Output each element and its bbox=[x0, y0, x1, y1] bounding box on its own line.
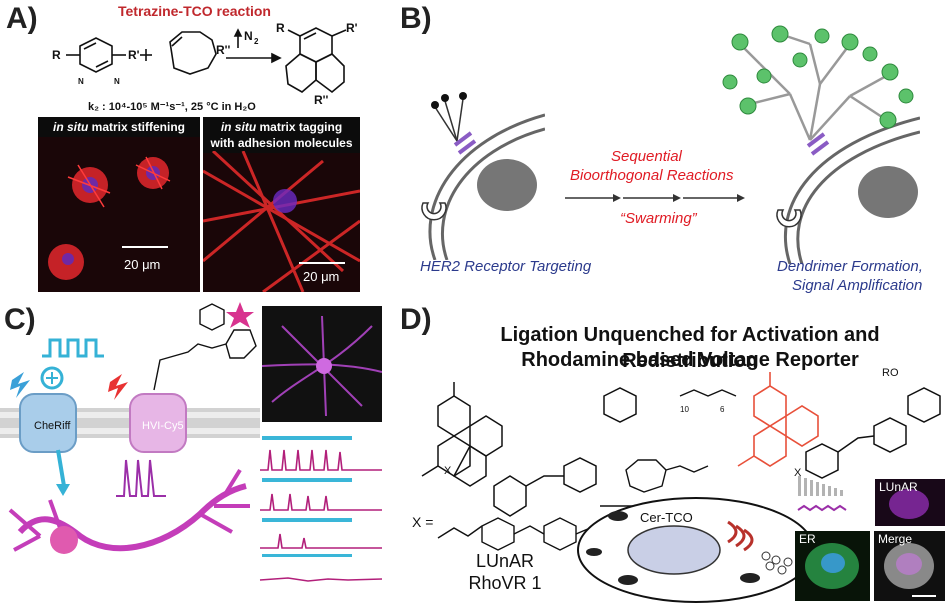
x-equals-label: X = bbox=[412, 514, 434, 530]
label-sub-10: 10 bbox=[680, 405, 689, 414]
lunar-chemistry: X X RO 10 6 bbox=[421, 367, 941, 603]
scheme-r1-left: R' bbox=[128, 48, 140, 62]
scale-bar-right: 20 μm bbox=[303, 269, 340, 284]
her2-cell-left bbox=[421, 92, 545, 260]
svg-text:N: N bbox=[114, 77, 120, 86]
label-x-left: X bbox=[444, 465, 452, 477]
stiffening-cells bbox=[48, 156, 171, 280]
cheriff-label: CheRiff bbox=[34, 420, 71, 432]
lunar-image-label: LUnAR bbox=[879, 480, 918, 494]
reaction-title: Tetrazine-TCO reaction bbox=[118, 3, 271, 19]
lunar-compound-label: LUnAR bbox=[475, 551, 535, 571]
scheme-r2-right: R'' bbox=[314, 93, 329, 107]
sequential-label: Sequential bbox=[611, 148, 682, 165]
merge-image-label: Merge bbox=[878, 532, 913, 546]
lunar-image: LUnAR bbox=[875, 479, 945, 526]
cer-tco-label: Cer-TCO bbox=[640, 510, 693, 525]
scheme-r2-left: R'' bbox=[216, 43, 231, 57]
lunar-title-line-2: Rhodamine based Voltage Reporter bbox=[521, 349, 859, 371]
panel-b-letter: B) bbox=[400, 2, 432, 35]
panel-c-letter: C) bbox=[4, 303, 36, 336]
dendrimer-label-1: Dendrimer Formation, bbox=[777, 258, 923, 275]
dendrimer-cell-right bbox=[722, 25, 920, 264]
caption-right-1: matrix tagging bbox=[256, 120, 343, 134]
caption-italic-right: in situ bbox=[220, 120, 257, 134]
hvi-cy5-label: HVI-Cy5 bbox=[142, 420, 184, 432]
her2-label: HER2 Receptor Targeting bbox=[420, 258, 592, 275]
scheme-byproduct-sub: 2 bbox=[254, 37, 259, 46]
label-x-right: X bbox=[794, 467, 802, 479]
tetrazine-tco-scheme: R R' R'' R R' R'' N 2 N N bbox=[52, 22, 358, 107]
svg-text:N: N bbox=[78, 77, 84, 86]
label-ro: RO bbox=[882, 367, 899, 379]
er-image-label: ER bbox=[799, 532, 816, 546]
lunar-title-line-1: Ligation Unquenched for Activation and R… bbox=[500, 324, 880, 372]
bioorthogonal-label: Bioorthogonal Reactions bbox=[570, 167, 734, 184]
dendrimer-label-2: Signal Amplification bbox=[792, 277, 923, 294]
scheme-byproduct: N bbox=[244, 29, 253, 43]
merge-image: Merge bbox=[874, 531, 945, 601]
caption-left: matrix stiffening bbox=[88, 120, 186, 134]
swarming-label: “Swarming” bbox=[620, 210, 697, 227]
scale-bar-left: 20 μm bbox=[124, 257, 161, 272]
rhovr-compound-label: RhoVR 1 bbox=[468, 573, 542, 593]
label-sub-6: 6 bbox=[720, 405, 725, 414]
panel-a-letter: A) bbox=[6, 2, 38, 35]
tagging-fibers bbox=[203, 151, 360, 292]
caption-right-2: with adhesion molecules bbox=[210, 136, 353, 150]
neuron-fluorescence-image bbox=[262, 306, 382, 422]
micrograph-matrix-stiffening: in situ matrix stiffening 20 μm bbox=[38, 117, 200, 292]
optogenetics-diagram bbox=[0, 302, 260, 554]
swarming-arrows bbox=[565, 194, 745, 202]
scheme-r-right: R bbox=[276, 22, 285, 35]
caption-italic-left: in situ bbox=[52, 120, 89, 134]
er-image: ER bbox=[795, 531, 870, 601]
micrograph-matrix-tagging: in situ matrix tagging with adhesion mole… bbox=[203, 117, 360, 292]
scheme-r1-right: R' bbox=[346, 22, 358, 35]
voltage-traces bbox=[259, 436, 383, 582]
panel-d-letter: D) bbox=[400, 303, 432, 336]
scheme-r-left: R bbox=[52, 48, 61, 62]
rate-constant: k₂ : 10⁴-10⁵ M⁻¹s⁻¹, 25 °C in H₂O bbox=[88, 101, 256, 113]
